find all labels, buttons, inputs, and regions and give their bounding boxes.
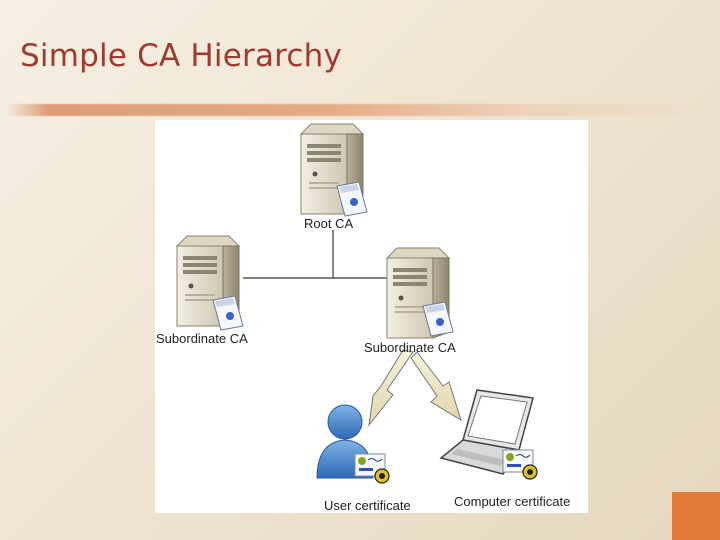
diagram-canvas	[176, 123, 538, 484]
subordinate-ca-left-label: Subordinate CA	[156, 331, 248, 346]
laptop-icon	[439, 389, 534, 475]
issue-arrows	[368, 349, 462, 427]
title-underline	[6, 104, 712, 116]
hierarchy-connectors	[243, 230, 395, 279]
corner-accent-block	[672, 492, 720, 540]
user-certificate-node	[316, 404, 390, 484]
root-ca-label: Root CA	[304, 216, 354, 231]
slide-title: Simple CA Hierarchy	[20, 38, 343, 74]
ca-hierarchy-diagram: Root CA Subordinate CA Subordinate CA Us…	[155, 120, 588, 513]
subordinate-ca-right-label: Subordinate CA	[364, 340, 456, 355]
subordinate-ca-right-node	[386, 247, 454, 339]
subordinate-ca-left-node	[176, 235, 244, 331]
root-ca-node	[300, 123, 368, 217]
certificate-badge-icon	[502, 449, 538, 480]
certificate-badge-icon	[354, 453, 390, 484]
computer-certificate-node	[439, 389, 538, 480]
user-certificate-label: User certificate	[324, 498, 411, 513]
computer-certificate-label: Computer certificate	[454, 494, 571, 509]
